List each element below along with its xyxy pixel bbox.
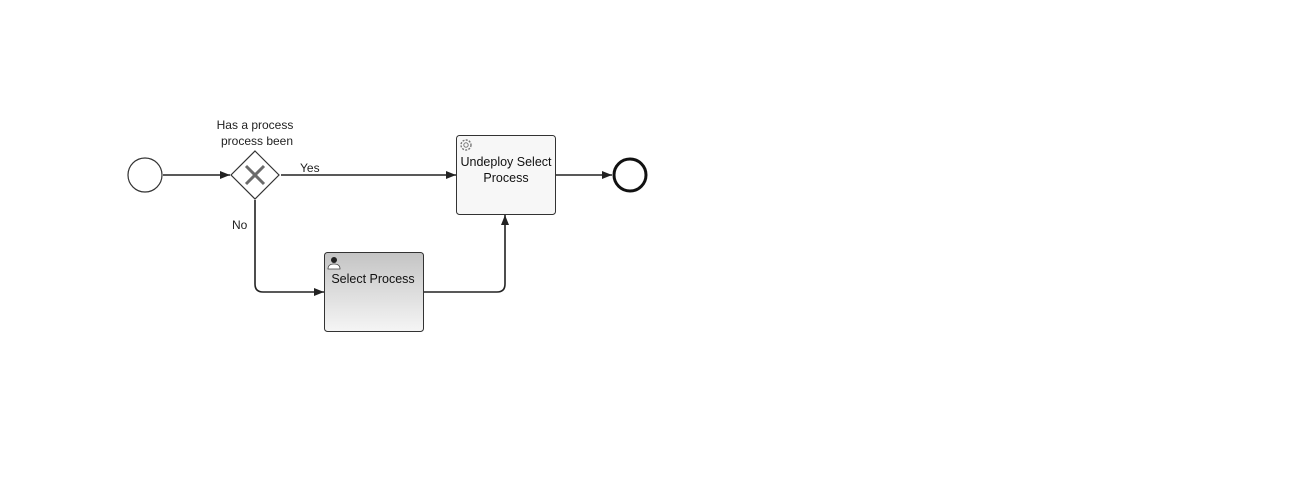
user-task-select-process[interactable]: Select Process (324, 252, 424, 332)
user-icon (327, 257, 341, 270)
gateway-label-line2: process been (221, 134, 293, 148)
service-task-label-line2: Process (483, 171, 528, 185)
flow-select-to-undeploy[interactable] (424, 215, 509, 293)
yes-flow-label: Yes (300, 161, 320, 175)
gateway-label-line1: Has a process (217, 118, 294, 132)
exclusive-x-icon (244, 164, 266, 186)
start-event[interactable] (127, 157, 163, 193)
gear-icon (460, 139, 472, 151)
no-flow-label: No (232, 218, 248, 232)
service-task-undeploy[interactable]: Undeploy Select Process (456, 135, 556, 215)
service-task-label-line1: Undeploy Select (460, 155, 552, 169)
user-task-label: Select Process (331, 272, 414, 286)
sequence-flows (163, 171, 612, 296)
end-event[interactable] (612, 157, 648, 193)
exclusive-gateway[interactable] (230, 150, 280, 200)
flow-gateway-no[interactable] (254, 200, 324, 296)
